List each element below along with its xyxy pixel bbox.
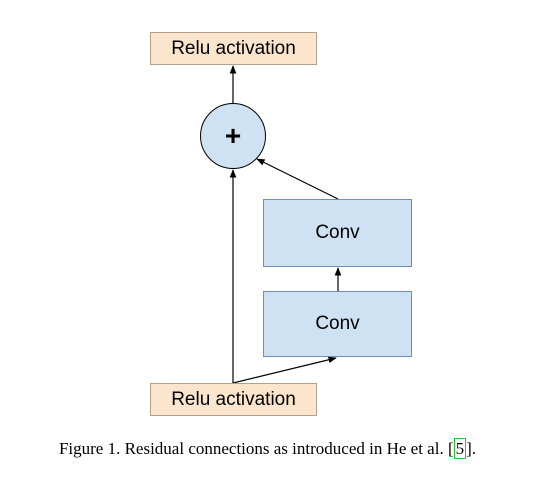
relu-activation-bottom: Relu activation: [150, 383, 317, 416]
figure-caption: Figure 1. Residual connections as introd…: [0, 438, 535, 459]
arrow-relu-to-conv: [232, 356, 337, 384]
relu-activation-top: Relu activation: [150, 32, 317, 65]
conv-block-top-label: Conv: [315, 222, 360, 243]
caption-bracket-open: [: [447, 439, 454, 458]
add-node: +: [200, 103, 266, 169]
conv-block-bottom-label: Conv: [315, 313, 360, 334]
conv-block-bottom: Conv: [263, 291, 412, 357]
caption-bracket-close: ]: [466, 439, 472, 458]
arrow-conv-to-add: [256, 158, 339, 200]
caption-period: .: [471, 439, 477, 458]
citation-link[interactable]: 5: [453, 438, 467, 459]
plus-icon: +: [224, 120, 242, 151]
caption-text: Figure 1. Residual connections as introd…: [58, 439, 448, 458]
relu-activation-bottom-label: Relu activation: [171, 388, 296, 410]
conv-block-top: Conv: [263, 199, 412, 267]
relu-activation-top-label: Relu activation: [171, 37, 296, 59]
